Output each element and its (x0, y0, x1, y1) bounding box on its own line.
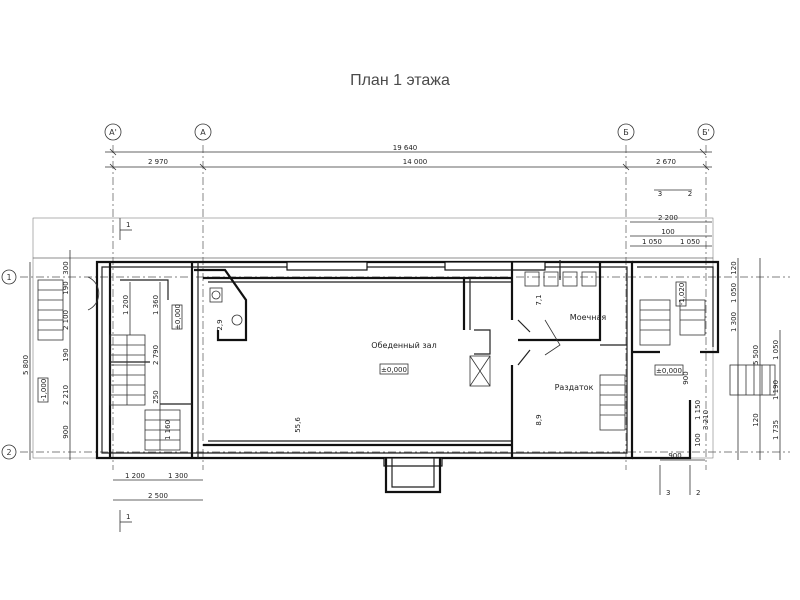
svg-text:100: 100 (694, 433, 702, 446)
dining-area: 55,6 (294, 417, 302, 433)
top-windows (286, 261, 546, 467)
svg-text:900: 900 (668, 452, 681, 460)
section-marker-bottom-right: 3 2 (659, 465, 700, 497)
svg-text:5 800: 5 800 (22, 355, 30, 375)
right-external-stair (729, 364, 776, 396)
right-rooms (518, 260, 627, 431)
dim-right-offset: 2 670 (656, 158, 676, 166)
room-labels: Обеденный зал ±0,000 55,6 Моечная 7,1 Ра… (171, 294, 684, 433)
svg-text:2 210: 2 210 (62, 385, 70, 405)
bottom-left-dimensions: 1 200 1 300 2 500 (113, 472, 203, 501)
svg-text:2: 2 (6, 448, 11, 457)
svg-text:1 300: 1 300 (168, 472, 188, 480)
svg-text:2: 2 (696, 489, 700, 497)
svg-text:1 300: 1 300 (730, 312, 738, 332)
svg-text:120: 120 (752, 413, 760, 426)
svg-text:1 200: 1 200 (125, 472, 145, 480)
svg-text:2 790: 2 790 (152, 345, 160, 365)
serving-area: 8,9 (535, 414, 543, 425)
svg-text:1 050: 1 050 (680, 238, 700, 246)
dining-level: ±0,000 (381, 366, 407, 374)
svg-text:100: 100 (661, 228, 674, 236)
svg-text:1 360: 1 360 (152, 295, 160, 315)
left-dimensions: 300 190 2 100 190 2 210 900 5 800 -1,000 (22, 250, 71, 460)
svg-text:1: 1 (126, 513, 130, 521)
svg-text:-1,020: -1,020 (678, 283, 686, 306)
axis-bubble-a: А (194, 123, 212, 141)
svg-text:3: 3 (666, 489, 670, 497)
svg-text:1 050: 1 050 (772, 340, 780, 360)
svg-text:900: 900 (62, 425, 70, 438)
axis-lines (20, 145, 790, 470)
dim-span-main: 14 000 (403, 158, 428, 166)
right-dimensions: 120 1 050 1 300 5 500 120 1 050 1 190 1 … (660, 258, 781, 461)
room-dining-hall: Обеденный зал (371, 341, 436, 350)
svg-text:5 500: 5 500 (752, 345, 760, 365)
svg-text:1 200: 1 200 (122, 295, 130, 315)
section-marker-bottom-left: 1 (119, 510, 132, 532)
svg-text:1 160: 1 160 (164, 420, 172, 440)
svg-text:2: 2 (688, 190, 692, 198)
axis-bubble-b: Б (617, 123, 635, 141)
right-wing (632, 260, 720, 460)
svg-text:120: 120 (730, 261, 738, 274)
exterior-walls (95, 260, 634, 460)
svg-text:250: 250 (152, 390, 160, 403)
room-serving: Раздаток (555, 383, 594, 392)
svg-text:2 500: 2 500 (148, 492, 168, 500)
svg-text:-1,000: -1,000 (40, 379, 48, 402)
svg-text:А: А (200, 128, 206, 137)
svg-text:1: 1 (6, 273, 11, 282)
svg-text:900: 900 (682, 371, 690, 384)
stair-dimensions: 1 200 1 360 2 790 250 1 160 (122, 282, 172, 450)
left-stair (109, 334, 181, 451)
svg-text:3 210: 3 210 (702, 410, 710, 430)
svg-text:1 735: 1 735 (772, 420, 780, 440)
plan-title: План 1 этажа (350, 72, 450, 89)
wc-area: 2,9 (216, 319, 224, 330)
svg-text:1: 1 (126, 221, 130, 229)
canopy-outline (32, 217, 714, 459)
svg-text:1 050: 1 050 (642, 238, 662, 246)
axis-bubble-b-prime: Б' (697, 123, 715, 141)
hall-partition (462, 262, 531, 458)
dim-left-offset: 2 970 (148, 158, 168, 166)
bottom-bay (384, 458, 442, 494)
axis-bubble-a-prime: А' (104, 123, 122, 141)
left-external-stair (37, 279, 64, 341)
svg-text:Б: Б (623, 128, 629, 137)
washing-area: 7,1 (535, 294, 543, 305)
svg-text:3: 3 (658, 190, 662, 198)
section-marker-top-left: 1 (119, 218, 132, 240)
dim-overall: 19 640 (393, 144, 418, 152)
left-wing (87, 262, 248, 458)
svg-text:Б': Б' (702, 128, 710, 137)
axis-bubble-row-1: 1 (1, 269, 17, 285)
right-level: ±0,000 (656, 367, 682, 375)
svg-text:190: 190 (62, 281, 70, 294)
left-level: ±0,000 (174, 304, 182, 330)
svg-text:2 100: 2 100 (62, 310, 70, 330)
svg-text:А': А' (109, 128, 117, 137)
svg-text:190: 190 (62, 348, 70, 361)
room-washing: Моечная (570, 313, 607, 322)
svg-text:1 190: 1 190 (772, 380, 780, 400)
axis-bubble-row-2: 2 (1, 444, 17, 460)
svg-text:300: 300 (62, 261, 70, 274)
svg-text:1 050: 1 050 (730, 283, 738, 303)
svg-text:1 150: 1 150 (694, 400, 702, 420)
top-dimensions: 19 640 2 970 14 000 2 670 (105, 144, 712, 171)
